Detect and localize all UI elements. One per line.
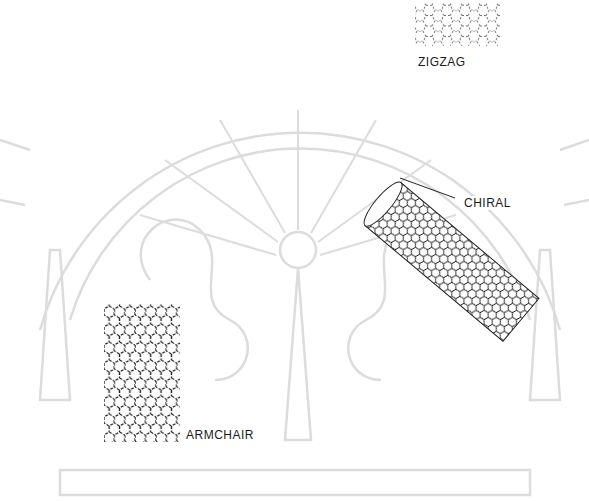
zigzag-tube <box>415 2 501 46</box>
tube-type-label: CHIRAL <box>462 196 513 210</box>
watermark <box>0 110 589 495</box>
chiral-tube <box>359 178 539 342</box>
armchair-tube <box>104 304 180 442</box>
tube-type-label: ZIGZAG <box>416 55 468 69</box>
tube-type-label: ARMCHAIR <box>184 428 256 442</box>
leader-line <box>400 178 455 198</box>
